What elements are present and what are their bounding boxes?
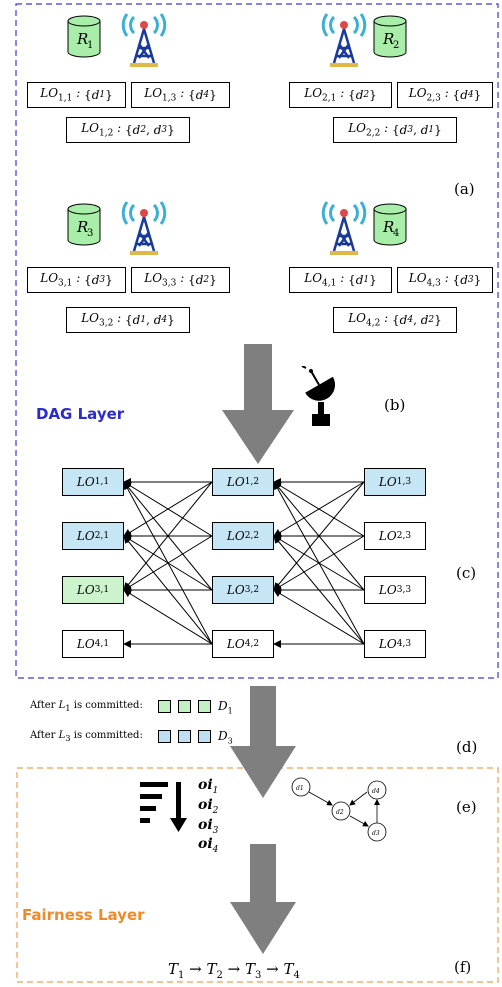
svg-text:1: 1 bbox=[87, 40, 93, 51]
svg-text:2: 2 bbox=[393, 40, 399, 51]
label-a: (a) bbox=[454, 180, 475, 198]
dag-layer-title: DAG Layer bbox=[36, 405, 125, 423]
mini-node-label: d3 bbox=[372, 830, 380, 837]
mini-dependency-graph: d1 d2 d3 d4 bbox=[291, 777, 387, 842]
label-c: (c) bbox=[456, 564, 477, 582]
dag-edge bbox=[273, 481, 365, 591]
order-item: oi1 bbox=[198, 777, 219, 796]
region-r3-cylinder: R 3 bbox=[60, 200, 108, 248]
label-e: (e) bbox=[456, 798, 477, 816]
final-sequence: T1 → T2 → T3 → T4 bbox=[168, 960, 300, 981]
mini-node bbox=[291, 777, 311, 797]
dag-edge bbox=[123, 535, 213, 645]
commit-square bbox=[158, 730, 171, 743]
dag-edge bbox=[123, 589, 213, 645]
mini-node bbox=[367, 780, 387, 800]
commit-square bbox=[178, 730, 191, 743]
order-item: oi4 bbox=[198, 836, 219, 856]
region-r2-cylinder: R 2 bbox=[366, 12, 414, 60]
mini-node bbox=[367, 822, 387, 842]
dag-edge bbox=[123, 481, 213, 537]
svg-text:R: R bbox=[76, 218, 88, 236]
commit-result-2: D3 bbox=[218, 729, 233, 746]
down-arrow-icon bbox=[230, 686, 296, 798]
dag-edge bbox=[273, 481, 365, 537]
commit-square bbox=[198, 700, 211, 713]
svg-text:R: R bbox=[382, 218, 394, 236]
dag-edge bbox=[273, 589, 365, 645]
commit-line-1: After L1 is committed: bbox=[30, 700, 143, 713]
label-f: (f) bbox=[454, 958, 472, 976]
commit-line-2: After L3 is committed: bbox=[30, 730, 143, 743]
svg-text:4: 4 bbox=[393, 228, 399, 239]
svg-text:R: R bbox=[76, 30, 88, 48]
dag-layer-border bbox=[15, 3, 499, 679]
antenna-tower-icon bbox=[316, 8, 372, 70]
commit-square bbox=[198, 730, 211, 743]
satellite-dish-icon bbox=[301, 366, 335, 426]
antenna-tower-icon bbox=[316, 196, 372, 258]
order-list: oi1 oi2 oi3 oi4 bbox=[198, 778, 218, 857]
dag-edge bbox=[123, 481, 213, 591]
down-arrow-icon bbox=[230, 844, 296, 954]
region-r4-cylinder: R 4 bbox=[366, 200, 414, 248]
dag-edge bbox=[123, 481, 213, 645]
label-d: (d) bbox=[456, 738, 478, 756]
sort-descending-icon bbox=[140, 782, 187, 832]
mini-node-label: d4 bbox=[372, 788, 380, 795]
order-item: oi2 bbox=[198, 796, 219, 816]
dag-edge bbox=[273, 481, 365, 645]
commit-result-1: D1 bbox=[218, 699, 233, 716]
antenna-tower-icon bbox=[116, 196, 172, 258]
down-arrow-icon bbox=[222, 344, 294, 464]
label-b: (b) bbox=[384, 396, 406, 414]
mini-node bbox=[331, 801, 351, 821]
svg-text:3: 3 bbox=[87, 228, 93, 239]
mini-node-label: d2 bbox=[336, 809, 344, 816]
fairness-layer-title: Fairness Layer bbox=[22, 906, 145, 924]
commit-square bbox=[178, 700, 191, 713]
order-item: oi3 bbox=[198, 816, 219, 836]
antenna-tower-icon bbox=[116, 8, 172, 70]
dag-edge bbox=[273, 535, 365, 645]
mini-node-label: d1 bbox=[296, 785, 304, 792]
commit-square bbox=[158, 700, 171, 713]
region-r1-cylinder: R 1 bbox=[60, 12, 108, 60]
svg-text:R: R bbox=[382, 30, 394, 48]
